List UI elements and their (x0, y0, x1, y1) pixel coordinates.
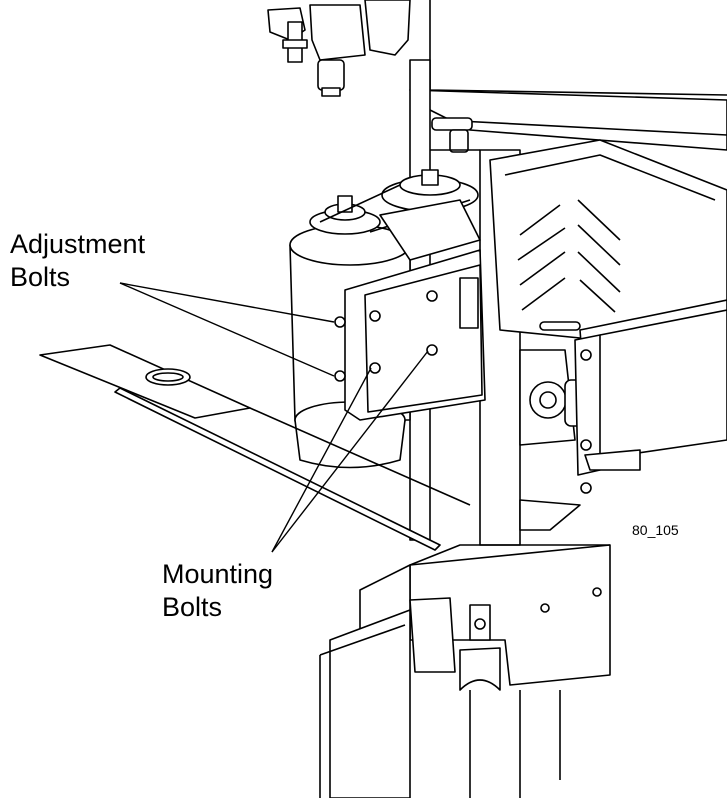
base-plate (39, 344, 471, 551)
top-fittings (267, 0, 411, 97)
adjustment-leader-lower (119, 282, 335, 377)
figure-code: 80_105 (632, 522, 679, 538)
mounting-bracket (334, 249, 486, 421)
adjustment-bolts-label-line1: Adjustment (10, 229, 146, 259)
bearing-block (519, 334, 641, 531)
lower-panels (319, 609, 561, 798)
upper-frame (409, 0, 727, 153)
mounting-bolts-label-line1: Mounting (162, 559, 273, 589)
leader-lines (119, 282, 429, 553)
adjustment-bolts-label-line2: Bolts (10, 262, 70, 292)
machine-drawing (39, 0, 727, 798)
adjustment-leader-upper (119, 282, 335, 323)
belt-guard (489, 139, 727, 461)
mounting-leader-right (271, 350, 429, 553)
mounting-bolts-label-line2: Bolts (162, 592, 222, 622)
mounting-leader-left (271, 367, 372, 553)
lower-housing (359, 544, 611, 691)
